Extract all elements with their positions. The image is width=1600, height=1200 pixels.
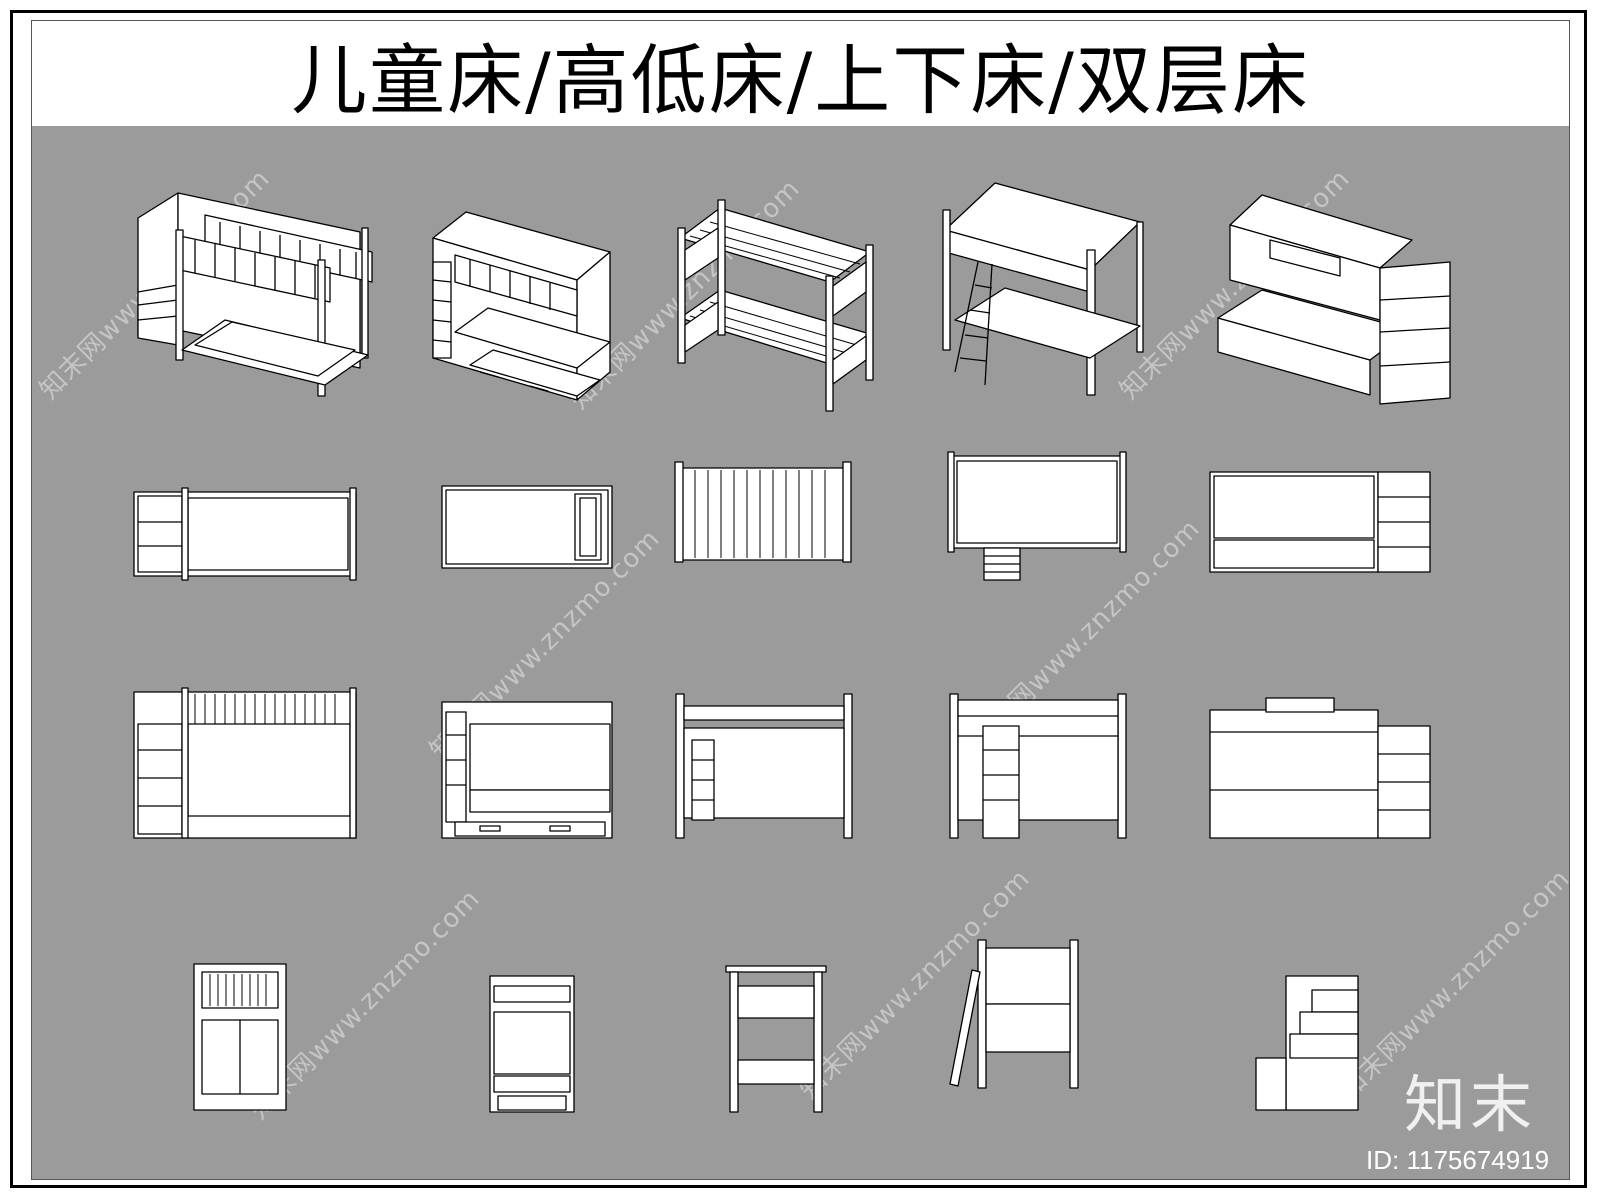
side-elevation-1 [193, 963, 287, 1111]
side-elevation-4 [949, 939, 1079, 1089]
front-elevation-5 [1209, 697, 1431, 839]
plan-view-2 [441, 485, 613, 569]
front-elevation-4 [949, 693, 1127, 839]
iso-cabin-storage-bed [1217, 194, 1451, 405]
plan-view-3 [674, 461, 852, 563]
page-title: 儿童床/高低床/上下床/双层床 [291, 35, 1310, 125]
plan-view-1 [133, 487, 357, 581]
front-elevation-1 [133, 687, 357, 839]
brand-logo-watermark: 知末 [1404, 1068, 1537, 1141]
title-band: 儿童床/高低床/上下床/双层床 [32, 21, 1569, 126]
iso-slatted-bunk [677, 199, 874, 412]
iso-bunk-with-stairs [137, 192, 373, 397]
iso-loft-with-ladder [942, 182, 1144, 396]
front-elevation-3 [675, 693, 853, 839]
side-elevation-5 [1255, 975, 1359, 1111]
plan-view-4 [947, 451, 1127, 581]
side-elevation-2 [489, 975, 575, 1113]
front-elevation-2 [441, 701, 613, 839]
image-id-label: ID: 1175674919 [1366, 1145, 1550, 1175]
side-elevation-3 [725, 965, 827, 1113]
plan-view-5 [1209, 471, 1431, 573]
iso-bunk-with-trundle [432, 211, 611, 401]
